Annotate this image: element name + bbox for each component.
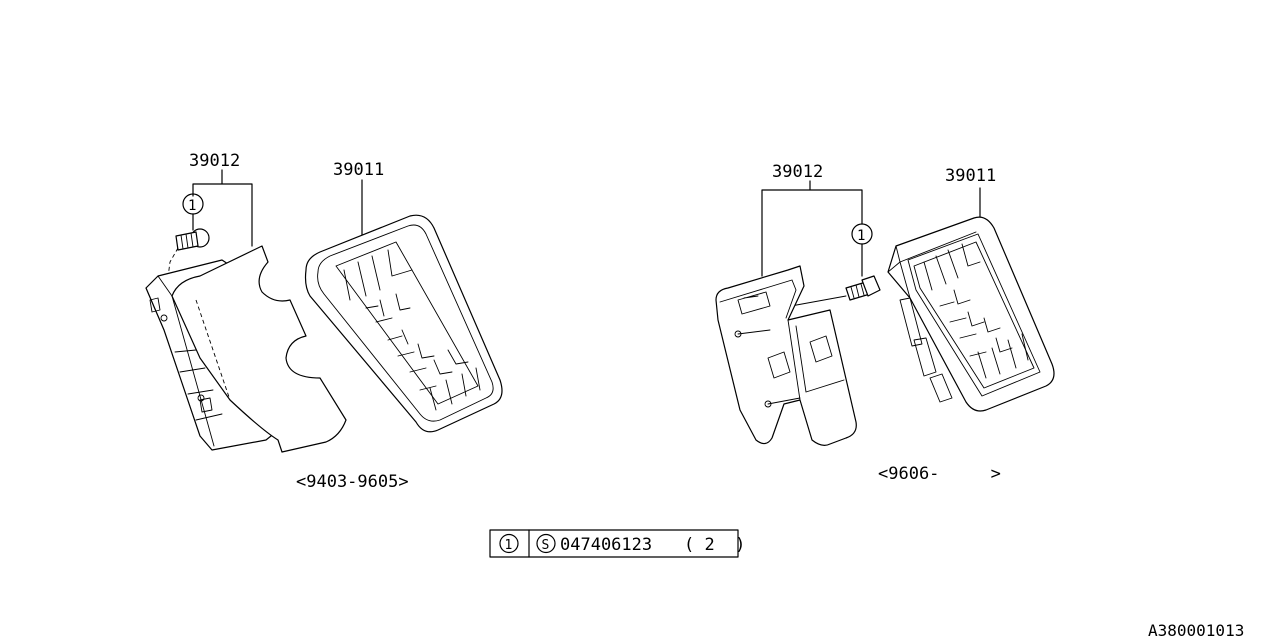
left-39012-leader: [192, 169, 253, 247]
right-part-number-39012[interactable]: 39012: [772, 162, 823, 182]
right-date-range: <9606- >: [878, 464, 1001, 484]
right-bolt-icon: [845, 275, 881, 301]
left-callout-label: 1: [188, 198, 196, 214]
right-callout-label: 1: [857, 228, 865, 244]
left-pedal-39011[interactable]: [304, 214, 503, 433]
left-part-number-39011[interactable]: 39011: [333, 160, 384, 180]
left-date-range: <9403-9605>: [296, 472, 409, 492]
standard-part-symbol: S: [542, 538, 550, 553]
right-assembly: 39012 39011 1: [715, 162, 1055, 484]
legend-callout-circle[interactable]: [499, 533, 519, 554]
left-part-number-39012[interactable]: 39012: [189, 151, 240, 171]
diagram-id: A380001013: [1148, 621, 1244, 640]
standard-part-icon: [536, 533, 556, 554]
right-39012-leader: [761, 180, 863, 277]
right-part-number-39011[interactable]: 39011: [945, 166, 996, 186]
legend-callout-label: 1: [505, 538, 513, 553]
left-bolt-dash: [164, 247, 179, 301]
left-bracket-hidden-edge: [195, 299, 231, 401]
legend-part-number[interactable]: 047406123: [560, 535, 652, 555]
right-bracket-39012[interactable]: [715, 265, 857, 446]
right-pedal-39011[interactable]: [887, 216, 1055, 412]
left-bolt-icon: [175, 228, 210, 251]
left-bracket-39012[interactable]: [171, 245, 347, 453]
legend-quantity: ( 2 ): [684, 535, 745, 555]
legend-table: 1 S 047406123 ( 2 ): [489, 529, 745, 558]
left-assembly: 39012 39011 1: [145, 151, 503, 492]
